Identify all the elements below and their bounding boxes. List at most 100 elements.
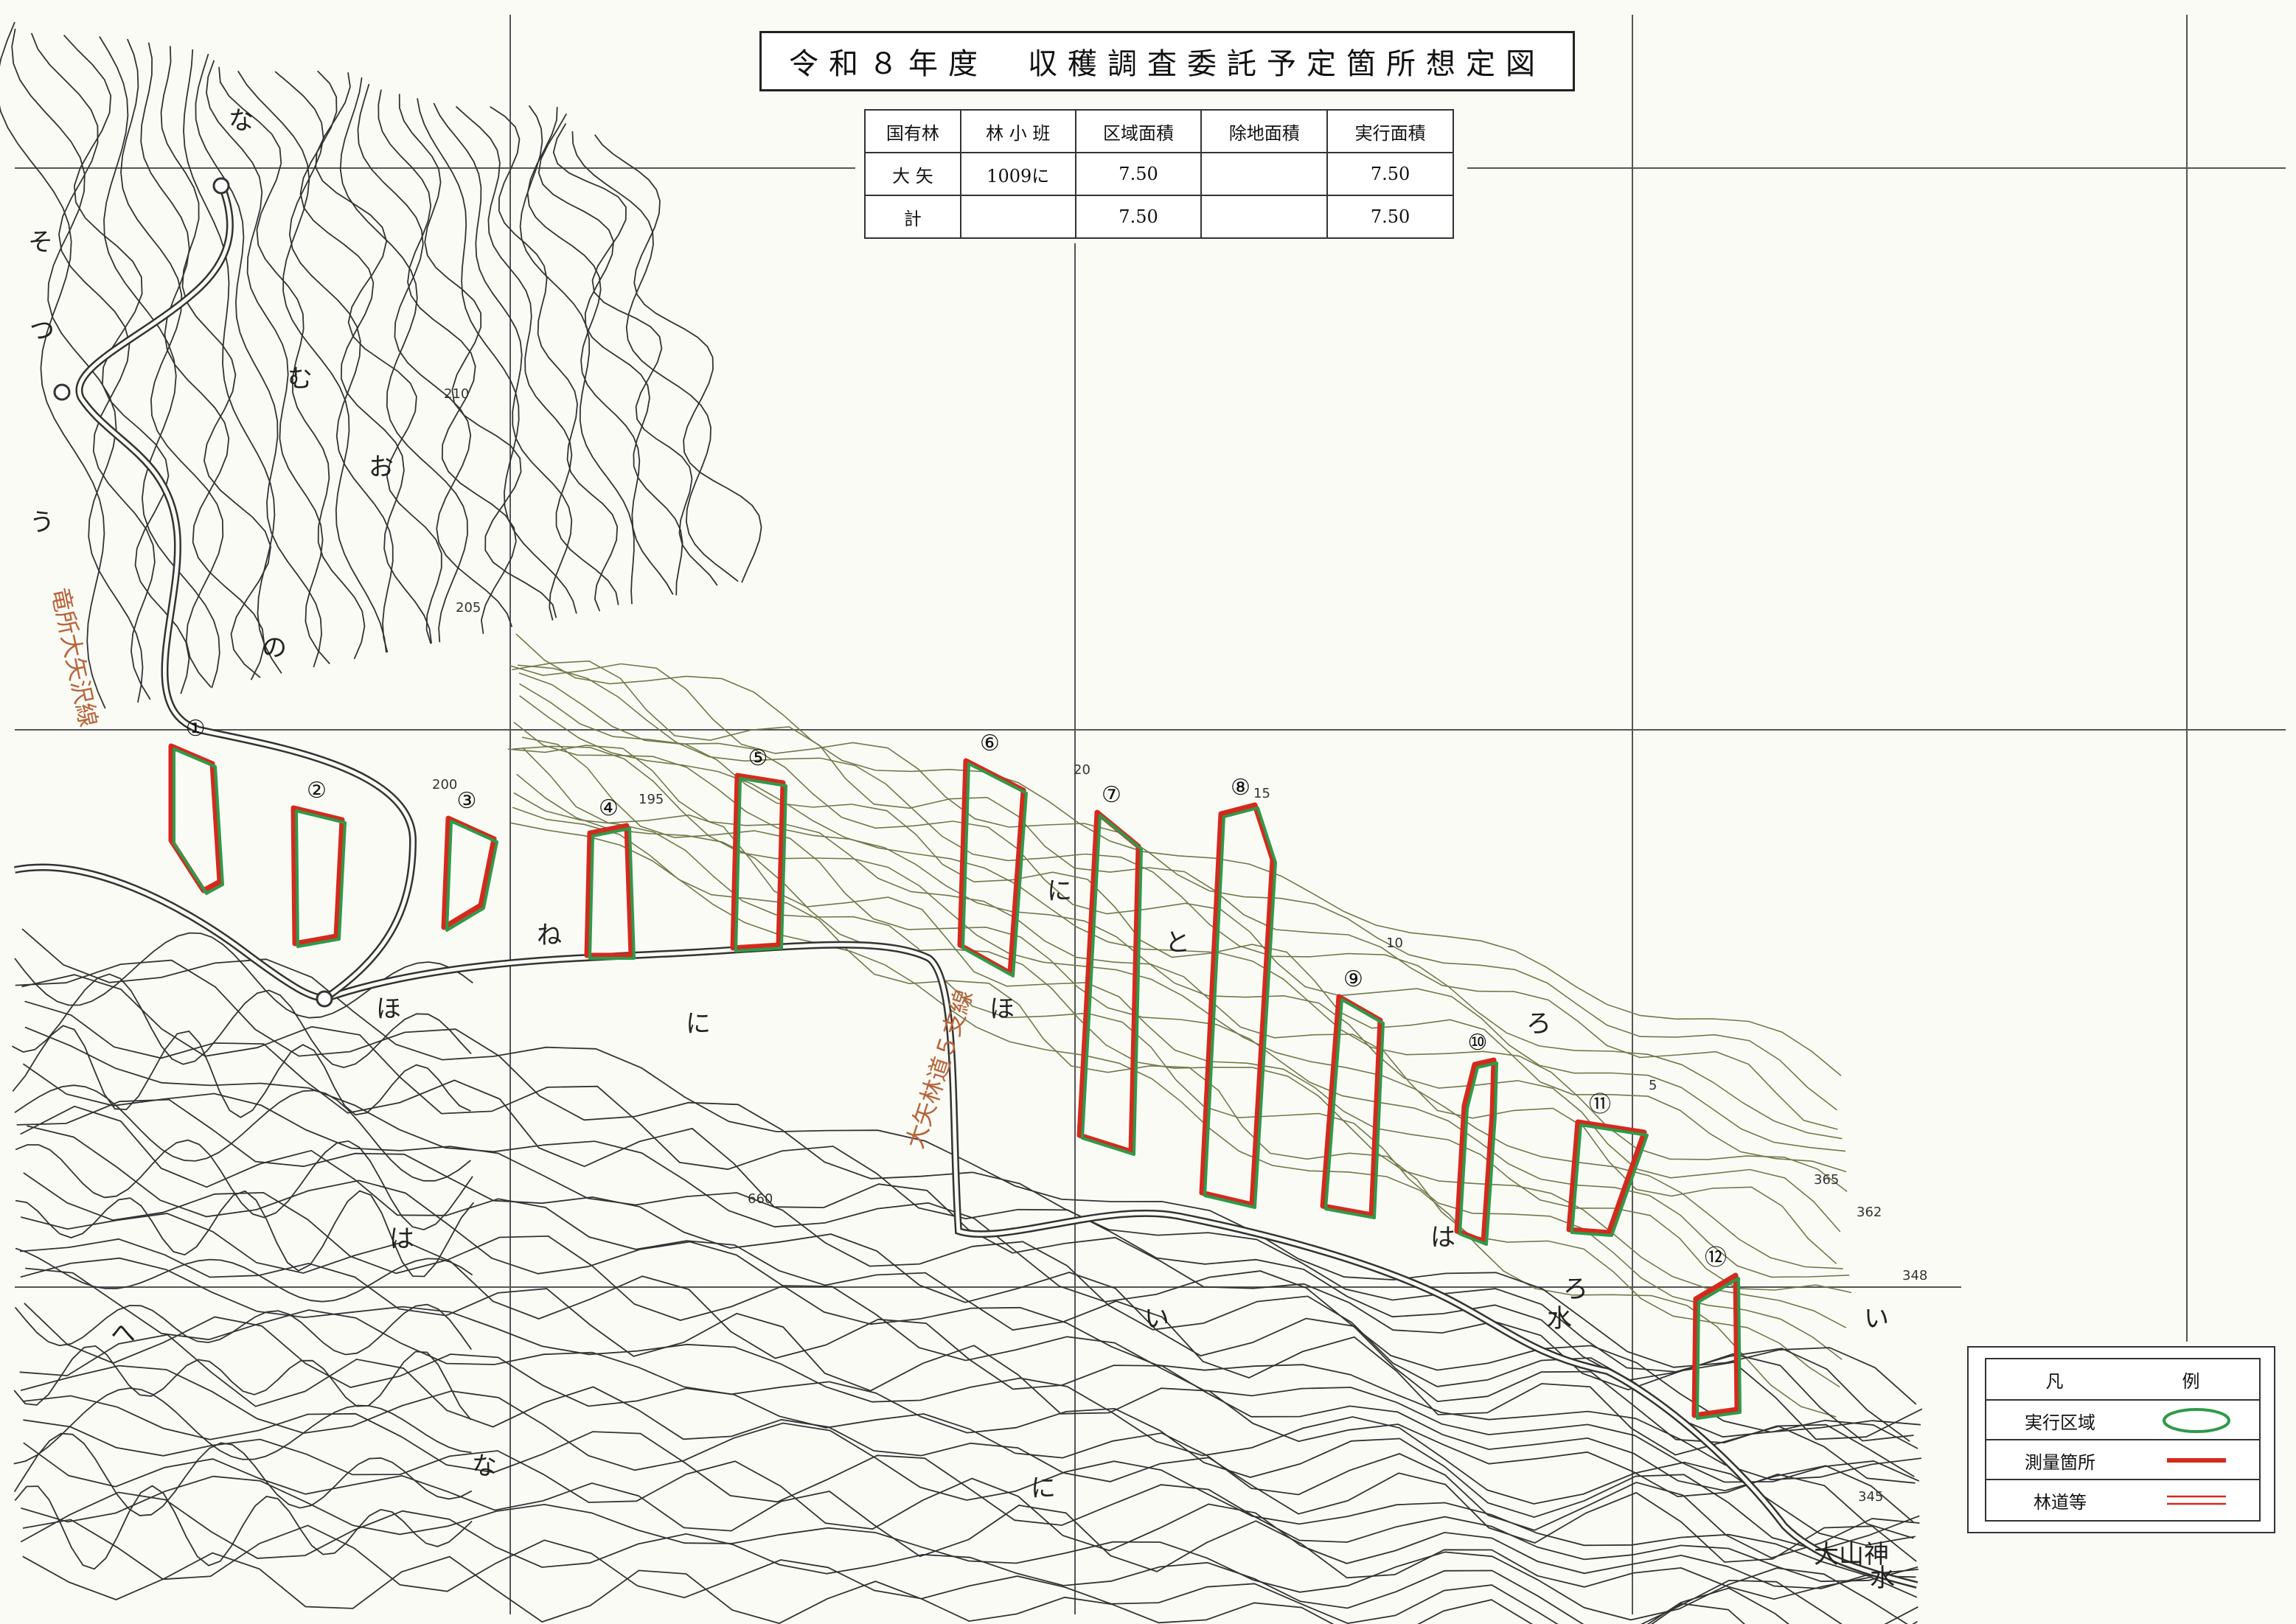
contour-value-label: 210 xyxy=(444,386,469,402)
contour-line xyxy=(517,664,1843,1140)
contour-line xyxy=(522,747,1852,1294)
contour-line xyxy=(14,1485,473,1570)
site-number-label: ⑤ xyxy=(748,745,768,771)
execution-area-boundary xyxy=(173,747,224,895)
contour-line xyxy=(14,1084,471,1182)
compartment-label: 水 xyxy=(1870,1564,1895,1593)
contour-line xyxy=(516,773,1847,1328)
summary-table: 国有林 林 小 班 区域面積 除地面積 実行面積 大 矢 1009に 7.50 … xyxy=(864,109,1454,239)
site-number-label: ⑥ xyxy=(980,731,1000,756)
legend-header: 凡 例 xyxy=(1986,1359,2259,1399)
execution-area-boundary xyxy=(1081,814,1143,1156)
cell-actual-area: 7.50 xyxy=(1326,152,1454,196)
compartment-label: へ xyxy=(111,1319,136,1348)
contour-line xyxy=(339,77,468,643)
contour-value-label: 348 xyxy=(1902,1268,1927,1283)
site-number-label: ⑩ xyxy=(1468,1030,1488,1056)
contour-line xyxy=(490,106,619,612)
contour-line xyxy=(571,131,739,582)
compartment-label: に xyxy=(686,1009,711,1039)
contour-value-label: 10 xyxy=(1386,935,1403,951)
contour-value-label: 660 xyxy=(748,1191,773,1207)
contour-line xyxy=(515,633,1842,1076)
contour-line xyxy=(25,1267,1920,1551)
contour-line xyxy=(513,792,1843,1360)
contour-line xyxy=(14,932,473,1019)
contour-line xyxy=(315,72,442,644)
cell-excluded-area xyxy=(1200,152,1329,196)
legend-item-survey: 測量箇所 xyxy=(1986,1439,2259,1480)
contour-line xyxy=(24,1026,1921,1433)
cell-area: 7.50 xyxy=(1074,195,1203,239)
red-line-icon xyxy=(2134,1453,2259,1468)
contour-value-label: 200 xyxy=(432,777,457,792)
compartment-label: 大山神 xyxy=(1814,1540,1889,1569)
contour-line xyxy=(538,113,683,596)
execution-area-boundary xyxy=(588,827,636,960)
legend-label: 林道等 xyxy=(2034,1491,2087,1513)
road-junction-marker xyxy=(316,990,333,1008)
compartment-label: い xyxy=(1144,1304,1169,1334)
cell-forest: 大 矢 xyxy=(864,152,961,196)
contour-line xyxy=(24,1303,1920,1559)
survey-boundary xyxy=(957,758,1026,976)
execution-area-boundary xyxy=(961,762,1028,977)
map-legend: 凡 例 実行区域 測量箇所 林道等 xyxy=(1967,1346,2275,1533)
contour-line xyxy=(27,1125,1922,1481)
contour-line xyxy=(0,21,106,709)
cell-actual-area: 7.50 xyxy=(1326,195,1454,239)
contour-line xyxy=(299,70,432,644)
compartment-label: は xyxy=(389,1224,414,1254)
compartment-label: は xyxy=(1430,1223,1455,1252)
contour-line xyxy=(15,1190,475,1278)
green-ellipse-icon xyxy=(2134,1406,2259,1435)
road-name-label: 大矢林道５支線 xyxy=(900,986,978,1152)
survey-boundary xyxy=(730,773,786,951)
contour-line xyxy=(521,736,1850,1278)
contour-line xyxy=(509,663,1837,1111)
compartment-label: 水 xyxy=(1547,1304,1572,1334)
contour-line xyxy=(195,53,323,668)
legend-item-forest-road: 林道等 xyxy=(1986,1479,2259,1520)
contour-line xyxy=(21,1475,1908,1624)
road-end-marker xyxy=(212,177,230,195)
contour-line xyxy=(357,83,513,627)
contour-line xyxy=(16,1098,1915,1477)
survey-boundary xyxy=(1076,809,1141,1154)
contour-line xyxy=(20,1491,1843,1624)
road-name-label: 竜所大矢沢線 xyxy=(46,585,102,730)
contour-line xyxy=(12,1025,471,1118)
double-red-line-icon xyxy=(2134,1491,2259,1509)
map-labels: なそつむおうのほねににほとろはろはへいいなに水水大山神大矢林道５支線竜所大矢沢線… xyxy=(28,106,1927,1593)
contour-line xyxy=(20,1105,1916,1484)
cell-area: 7.50 xyxy=(1074,152,1203,196)
contour-value-label: 362 xyxy=(1857,1205,1882,1220)
cell-compartment xyxy=(959,195,1076,239)
header-forest: 国有林 xyxy=(864,109,961,153)
legend-item-execution-area: 実行区域 xyxy=(1986,1399,2259,1440)
contour-line xyxy=(455,105,619,605)
compartment-label: な xyxy=(472,1452,497,1481)
contour-line xyxy=(160,46,272,678)
contour-line xyxy=(206,60,330,665)
compartment-label: に xyxy=(1031,1474,1056,1503)
contour-line xyxy=(507,745,1837,1264)
site-number-label: ⑫ xyxy=(1705,1245,1727,1271)
contour-line xyxy=(20,1365,1916,1578)
site-number-label: ④ xyxy=(599,795,619,821)
header-actual-area: 実行面積 xyxy=(1326,109,1454,153)
forest-roads xyxy=(14,177,1918,1589)
contour-line xyxy=(512,745,1843,1269)
site-number-label: ③ xyxy=(457,788,477,814)
compartment-label: ろ xyxy=(1526,1009,1551,1039)
contour-line xyxy=(23,1442,1918,1600)
contour-line xyxy=(20,1238,1914,1539)
legend-label: 測量箇所 xyxy=(2025,1452,2095,1473)
contour-line xyxy=(21,1213,1915,1524)
contour-lines xyxy=(0,21,1923,1624)
header-compartment: 林 小 班 xyxy=(959,109,1076,153)
contour-line xyxy=(433,102,573,621)
site-number-label: ⑪ xyxy=(1589,1092,1611,1118)
compartment-label: い xyxy=(1864,1304,1889,1334)
